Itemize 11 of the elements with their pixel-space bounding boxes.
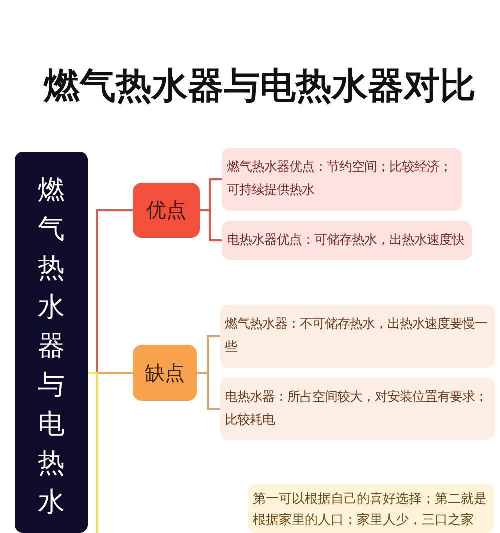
title: 燃气热水器与电热水器对比 [44, 65, 477, 109]
category-box: 缺点 [133, 345, 197, 401]
topic-box: 燃气热水器与电热水 [15, 152, 88, 533]
category-box: 优点 [133, 183, 200, 238]
note-box: 第一可以根据自己的喜好选择；第二就是根据家里的人口；家里人少，三口之家 [248, 484, 494, 533]
note-box: 燃气热水器：不可储存热水，出热水速度要慢一些 [220, 305, 495, 368]
connector-line [197, 372, 220, 410]
note-box: 燃气热水器优点：节约空间；比较经济；可持续提供热水 [222, 148, 462, 211]
connector-line [88, 372, 98, 533]
note-box: 电热水器：所占空间较大，对安装位置有要求；比较耗电 [220, 378, 495, 440]
note-box: 电热水器优点：可储存热水，出热水速度快 [222, 221, 472, 260]
